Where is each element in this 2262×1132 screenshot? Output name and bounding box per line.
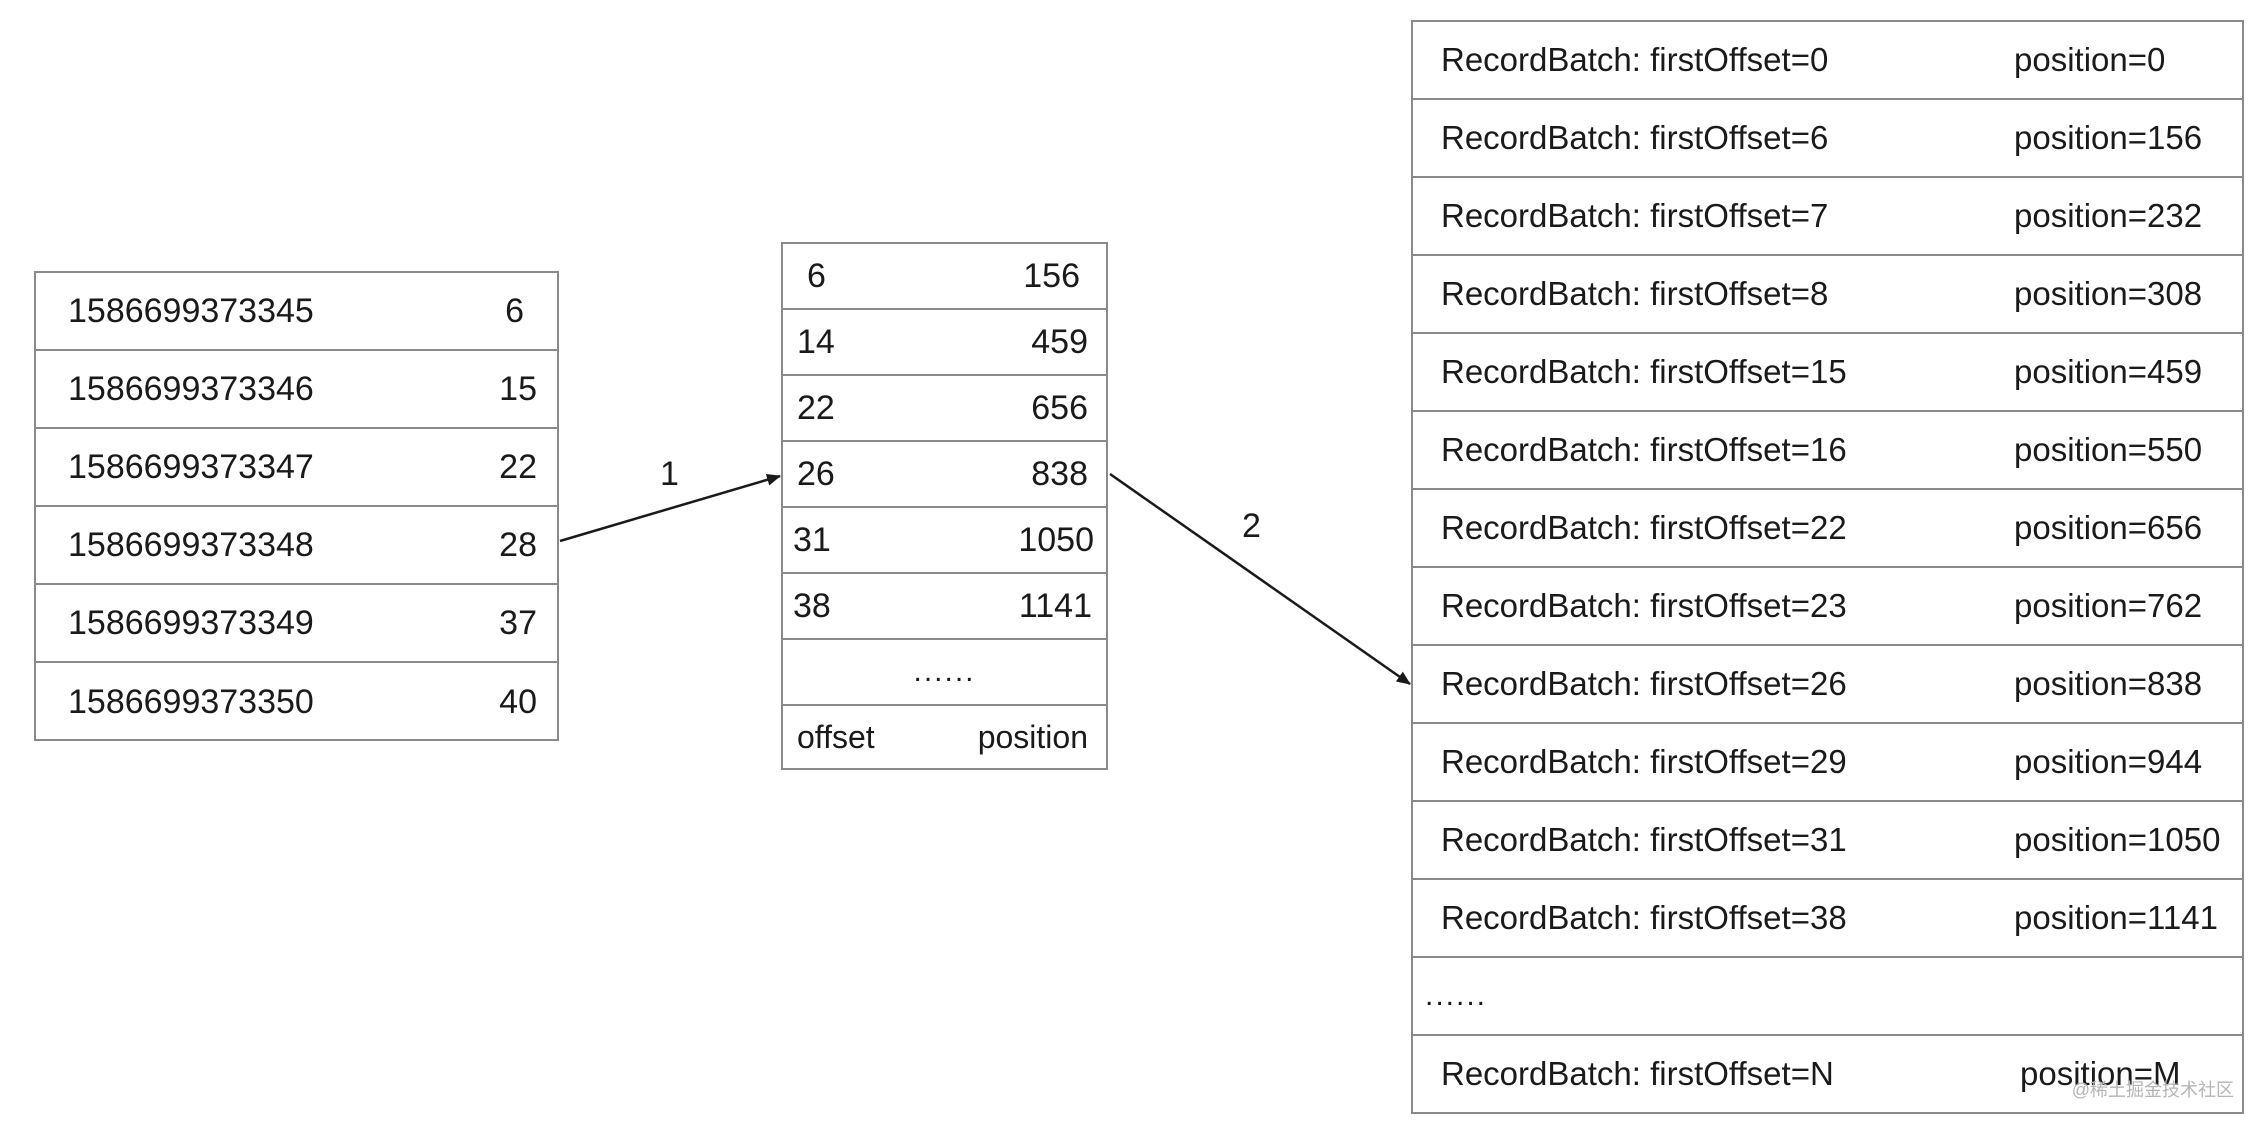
table-row: 1586699373345 6 bbox=[36, 273, 557, 351]
record-batch-cell: RecordBatch: firstOffset=22 bbox=[1441, 509, 1847, 546]
ellipsis: ...... bbox=[913, 655, 976, 688]
position-cell: 1141 bbox=[1018, 586, 1092, 625]
table-row: 1586699373346 15 bbox=[36, 351, 557, 429]
arrow-label-2: 2 bbox=[1242, 507, 1261, 545]
position-cell: position=0 bbox=[2014, 41, 2166, 78]
timestamp-cell: 1586699373345 bbox=[68, 291, 314, 330]
table-row: 1586699373350 40 bbox=[36, 663, 557, 741]
offset-cell: 40 bbox=[499, 682, 537, 721]
timestamp-cell: 1586699373347 bbox=[68, 447, 314, 486]
table-row: RecordBatch: firstOffset=8 position=308 bbox=[1413, 256, 2242, 334]
table-row: RecordBatch: firstOffset=0 position=0 bbox=[1413, 22, 2242, 100]
offset-column-label: offset bbox=[797, 718, 875, 755]
table-row: RecordBatch: firstOffset=16 position=550 bbox=[1413, 412, 2242, 490]
record-batch-cell: RecordBatch: firstOffset=31 bbox=[1441, 821, 1847, 858]
position-cell: position=550 bbox=[2014, 431, 2203, 468]
table-row: 6 156 bbox=[783, 244, 1106, 310]
offset-cell: 28 bbox=[499, 525, 537, 564]
timestamp-cell: 1586699373350 bbox=[68, 682, 314, 721]
header-row: offset position bbox=[783, 706, 1106, 768]
offset-cell: 38 bbox=[793, 586, 831, 625]
ellipsis-row: ...... bbox=[1413, 958, 2242, 1036]
table-row: 1586699373347 22 bbox=[36, 429, 557, 507]
table-row: 38 1141 bbox=[783, 574, 1106, 640]
table-row: RecordBatch: firstOffset=7 position=232 bbox=[1413, 178, 2242, 256]
position-cell: position=1050 bbox=[2014, 821, 2221, 858]
record-batch-cell: RecordBatch: firstOffset=8 bbox=[1441, 275, 1829, 312]
watermark: @稀土掘金技术社区 bbox=[2071, 1080, 2234, 1100]
position-cell: position=656 bbox=[2014, 509, 2203, 546]
record-batch-cell: RecordBatch: firstOffset=6 bbox=[1441, 119, 1829, 156]
position-cell: position=232 bbox=[2014, 197, 2203, 234]
table-row: RecordBatch: firstOffset=31 position=105… bbox=[1413, 802, 2242, 880]
record-batch-cell: RecordBatch: firstOffset=23 bbox=[1441, 587, 1847, 624]
position-cell: position=308 bbox=[2014, 275, 2203, 312]
table-row: RecordBatch: firstOffset=15 position=459 bbox=[1413, 334, 2242, 412]
record-batch-cell: RecordBatch: firstOffset=N bbox=[1441, 1055, 1834, 1092]
record-batch-cell: RecordBatch: firstOffset=16 bbox=[1441, 431, 1847, 468]
offset-cell: 37 bbox=[499, 603, 537, 642]
position-column-label: position bbox=[977, 718, 1088, 755]
record-batch-cell: RecordBatch: firstOffset=15 bbox=[1441, 353, 1847, 390]
offset-cell: 31 bbox=[793, 520, 831, 559]
record-batch-cell: RecordBatch: firstOffset=7 bbox=[1441, 197, 1829, 234]
table-row: RecordBatch: firstOffset=22 position=656 bbox=[1413, 490, 2242, 568]
table-row: RecordBatch: firstOffset=26 position=838 bbox=[1413, 646, 2242, 724]
position-cell: position=M bbox=[2020, 1055, 2181, 1092]
position-cell: 156 bbox=[1023, 256, 1080, 295]
offset-index-table: 6 156 14 459 22 656 26 838 31 1050 38 11… bbox=[781, 242, 1108, 770]
arrow-step-2 bbox=[1109, 472, 1411, 686]
position-cell: 1050 bbox=[1018, 520, 1094, 559]
position-cell: 459 bbox=[1031, 322, 1088, 361]
timestamp-cell: 1586699373348 bbox=[68, 525, 314, 564]
record-batch-cell: RecordBatch: firstOffset=38 bbox=[1441, 899, 1847, 936]
table-row: 14 459 bbox=[783, 310, 1106, 376]
offset-cell: 22 bbox=[797, 388, 835, 427]
position-cell: 838 bbox=[1031, 454, 1088, 493]
ellipsis-row: ...... bbox=[783, 640, 1106, 706]
table-row: 1586699373349 37 bbox=[36, 585, 557, 663]
table-row: 22 656 bbox=[783, 376, 1106, 442]
position-cell: position=156 bbox=[2014, 119, 2203, 156]
table-row: 31 1050 bbox=[783, 508, 1106, 574]
table-row: 26 838 bbox=[783, 442, 1106, 508]
offset-cell: 22 bbox=[499, 447, 537, 486]
ellipsis: ...... bbox=[1425, 979, 1488, 1012]
table-row: RecordBatch: firstOffset=38 position=114… bbox=[1413, 880, 2242, 958]
timestamp-index-table: 1586699373345 6 1586699373346 15 1586699… bbox=[34, 271, 559, 741]
table-row: RecordBatch: firstOffset=6 position=156 bbox=[1413, 100, 2242, 178]
table-row: 1586699373348 28 bbox=[36, 507, 557, 585]
position-cell: position=459 bbox=[2014, 353, 2203, 390]
offset-cell: 15 bbox=[499, 369, 537, 408]
record-batch-cell: RecordBatch: firstOffset=0 bbox=[1441, 41, 1829, 78]
table-row: RecordBatch: firstOffset=N position=M bbox=[1413, 1036, 2242, 1112]
position-cell: position=838 bbox=[2014, 665, 2203, 702]
record-batch-cell: RecordBatch: firstOffset=29 bbox=[1441, 743, 1847, 780]
position-cell: position=762 bbox=[2014, 587, 2203, 624]
position-cell: 656 bbox=[1031, 388, 1088, 427]
position-cell: position=1141 bbox=[2014, 899, 2218, 936]
arrow-label-1: 1 bbox=[660, 455, 679, 493]
timestamp-cell: 1586699373349 bbox=[68, 603, 314, 642]
arrow-step-1 bbox=[559, 473, 781, 543]
position-cell: position=944 bbox=[2014, 743, 2203, 780]
offset-cell: 14 bbox=[797, 322, 835, 361]
timestamp-cell: 1586699373346 bbox=[68, 369, 314, 408]
offset-cell: 6 bbox=[505, 291, 524, 330]
table-row: RecordBatch: firstOffset=23 position=762 bbox=[1413, 568, 2242, 646]
offset-cell: 6 bbox=[807, 256, 826, 295]
table-row: RecordBatch: firstOffset=29 position=944 bbox=[1413, 724, 2242, 802]
offset-cell: 26 bbox=[797, 454, 835, 493]
log-segment-table: RecordBatch: firstOffset=0 position=0 Re… bbox=[1411, 20, 2244, 1114]
record-batch-cell: RecordBatch: firstOffset=26 bbox=[1441, 665, 1847, 702]
